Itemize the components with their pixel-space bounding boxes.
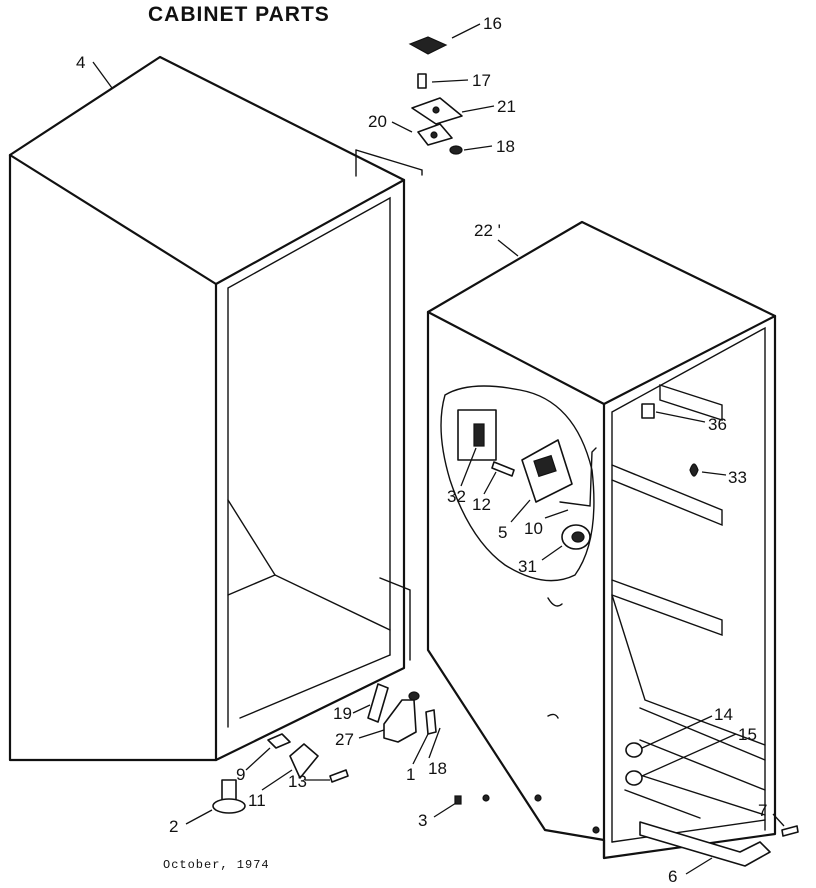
callout-18-top: 18 bbox=[496, 137, 515, 156]
part-1-pin bbox=[425, 709, 437, 735]
outer-cabinet-shell bbox=[8, 55, 423, 762]
callout-6: 6 bbox=[668, 867, 677, 886]
inner-liner bbox=[426, 220, 777, 860]
callout-10: 10 bbox=[524, 519, 543, 538]
callout-9: 9 bbox=[236, 765, 245, 784]
callout-32: 32 bbox=[447, 487, 466, 506]
callout-5: 5 bbox=[498, 523, 507, 542]
callout-27: 27 bbox=[335, 730, 354, 749]
part-20-hinge-plate bbox=[417, 123, 453, 146]
callout-17: 17 bbox=[472, 71, 491, 90]
callout-1: 1 bbox=[406, 765, 415, 784]
part-31-knob bbox=[561, 524, 591, 550]
part-14-roller bbox=[625, 742, 643, 758]
leader-lines bbox=[92, 23, 785, 875]
part-32-switch bbox=[457, 409, 497, 461]
part-16-cap bbox=[408, 36, 448, 55]
part-33-clip bbox=[689, 463, 699, 477]
part-6-base-rail bbox=[639, 821, 771, 867]
callout-20: 20 bbox=[368, 112, 387, 131]
part-12-screw bbox=[491, 461, 515, 477]
callout-4: 4 bbox=[76, 53, 85, 72]
callout-16: 16 bbox=[483, 14, 502, 33]
callout-12: 12 bbox=[472, 495, 491, 514]
part-36-bracket bbox=[641, 403, 655, 419]
callout-14: 14 bbox=[714, 705, 733, 724]
part-27-hinge bbox=[383, 699, 417, 743]
callout-7: 7 bbox=[758, 801, 767, 820]
callout-22: 22 ' bbox=[474, 221, 501, 240]
footer-date: October, 1974 bbox=[163, 858, 270, 872]
part-19-bracket bbox=[367, 683, 389, 723]
part-3-screw bbox=[454, 795, 462, 805]
part-13-screw bbox=[329, 769, 349, 783]
callout-31: 31 bbox=[518, 557, 537, 576]
part-7-screw bbox=[781, 825, 799, 837]
callout-15: 15 bbox=[738, 725, 757, 744]
part-21-hinge bbox=[411, 97, 463, 125]
callout-36: 36 bbox=[708, 415, 727, 434]
diagram-title: CABINET PARTS bbox=[148, 3, 330, 26]
part-17-screw bbox=[417, 73, 427, 89]
callout-21: 21 bbox=[497, 97, 516, 116]
part-11-plate bbox=[289, 743, 319, 779]
part-10-wire bbox=[559, 447, 597, 507]
part-2-leveling-leg bbox=[212, 779, 246, 814]
part-18-washer-bottom bbox=[408, 691, 420, 701]
callout-11: 11 bbox=[248, 791, 266, 810]
part-9-clip bbox=[267, 733, 291, 749]
part-18-washer-top bbox=[449, 145, 463, 155]
part-5-control-box bbox=[521, 439, 573, 503]
callout-18-bottom: 18 bbox=[428, 759, 447, 778]
callout-2: 2 bbox=[169, 817, 178, 836]
callout-labels: 4 16 17 21 20 18 22 ' 32 12 5 10 31 36 3… bbox=[76, 14, 767, 886]
part-15-roller bbox=[625, 770, 643, 786]
callout-19: 19 bbox=[333, 704, 352, 723]
callout-13: 13 bbox=[288, 772, 307, 791]
callout-3: 3 bbox=[418, 811, 427, 830]
callout-33: 33 bbox=[728, 468, 747, 487]
